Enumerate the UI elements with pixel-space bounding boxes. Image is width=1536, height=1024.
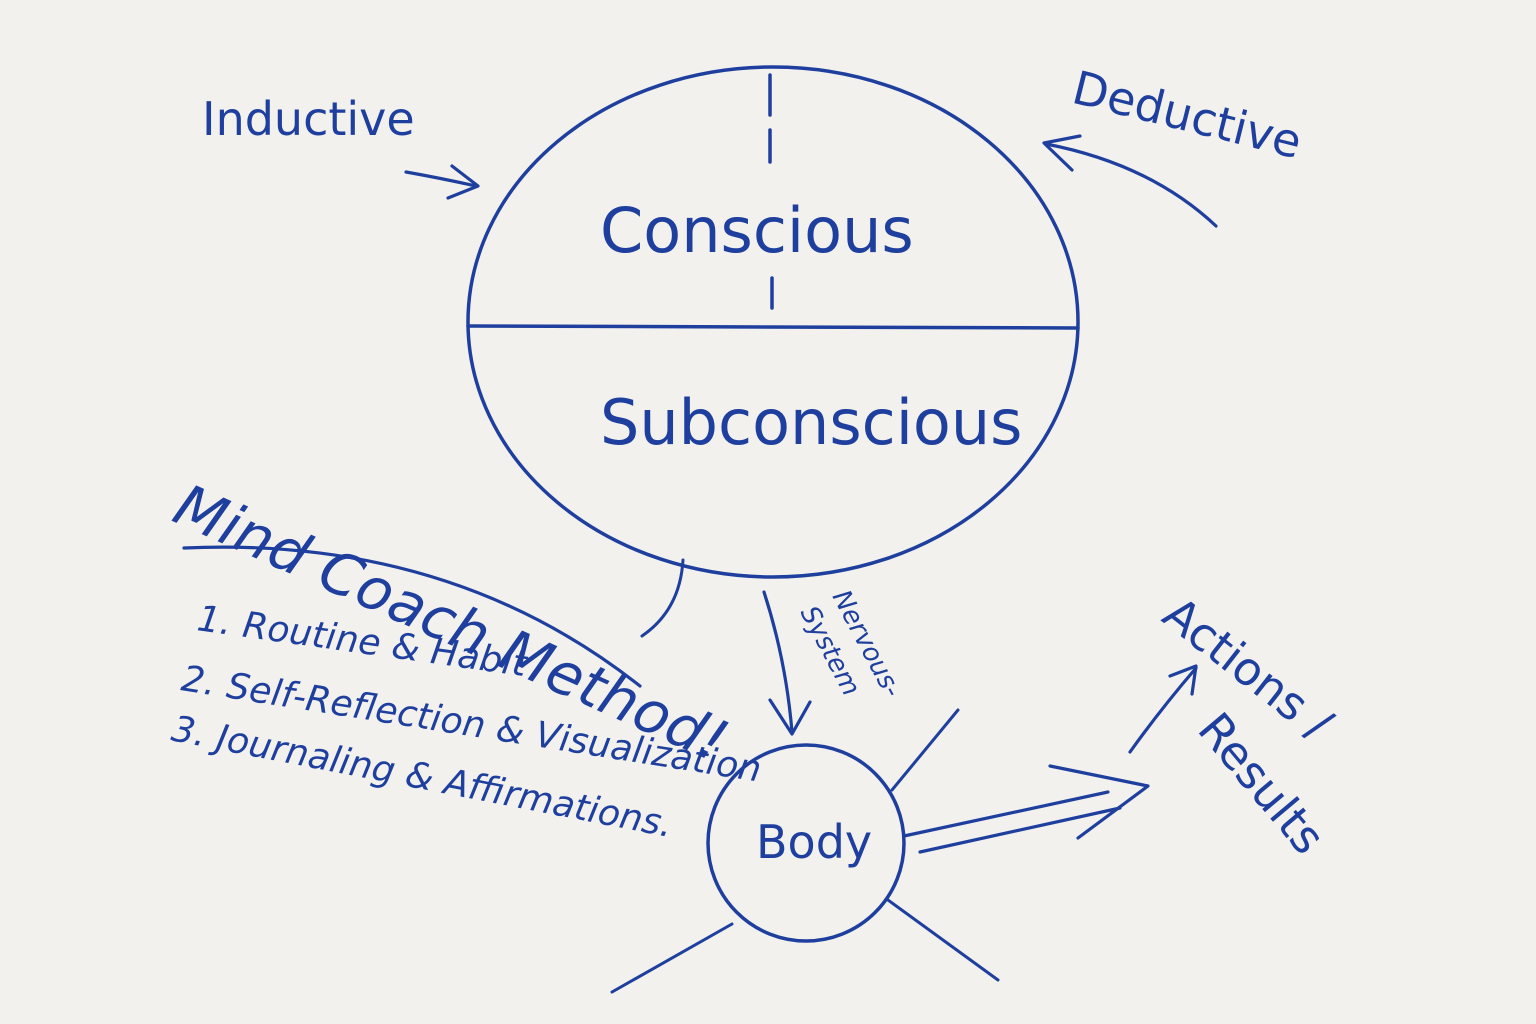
method-underline [182, 545, 642, 688]
inductive-arrow [404, 164, 480, 200]
body-circle [706, 743, 906, 943]
deductive-arrow [1042, 134, 1218, 228]
body-rays [610, 708, 1000, 994]
deductive-label: Deductive [1067, 60, 1307, 169]
method-bracket [640, 558, 685, 638]
mind-divider-line [466, 324, 1080, 330]
subconscious-label: Subconscious [600, 386, 1022, 459]
nervous-system-arrow [762, 590, 812, 736]
body-label: Body [756, 815, 872, 869]
double-arrow [902, 764, 1150, 854]
conscious-label: Conscious [600, 194, 914, 267]
inductive-label: Inductive [202, 92, 415, 146]
up-arrow [1128, 664, 1198, 754]
mind-ellipse [466, 65, 1080, 579]
